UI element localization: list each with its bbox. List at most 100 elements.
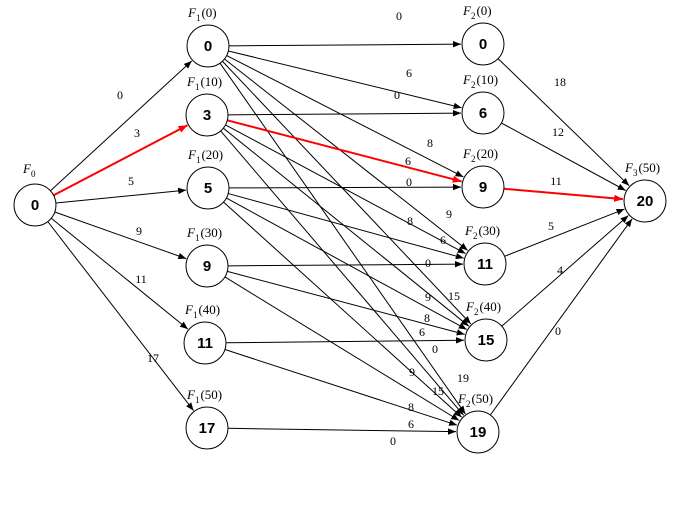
node-circle — [185, 406, 229, 450]
node-label: F2(40) — [465, 299, 501, 317]
node-label-argument: (30) — [200, 225, 222, 240]
edge-n1_10-n2_20 — [227, 119, 462, 183]
node-circle — [461, 22, 505, 66]
node-n0: 0 F0 — [13, 161, 57, 227]
edge-n1_40-n2_40 — [225, 337, 465, 344]
edge-label-n1_20-n2_50: 9 — [409, 365, 415, 379]
edge-n1_20-n2_50 — [223, 201, 463, 418]
edge-label-n2_30-n3: 5 — [548, 219, 554, 233]
node-label: F2(10) — [462, 72, 498, 90]
node-value: 9 — [479, 179, 487, 196]
edge-n2_30-n3 — [504, 208, 625, 257]
edge-label-n1_0-n2_30: 9 — [446, 207, 452, 221]
edge-n1_0-n2_30 — [224, 58, 469, 251]
node-value: 0 — [479, 36, 487, 53]
edge-n0-n1_50 — [47, 221, 194, 411]
node-label-function: F — [186, 387, 196, 402]
node-label: F3(50) — [624, 160, 660, 178]
node-label-argument: (10) — [200, 74, 222, 89]
node-value: 3 — [203, 107, 211, 124]
edge-label-n1_10-n2_10: 0 — [394, 88, 400, 102]
node-circle — [464, 318, 508, 362]
edge-label-n0-n1_20: 5 — [128, 174, 134, 188]
edge-label-n1_10-n2_40: 9 — [425, 290, 431, 304]
node-label: F1(40) — [184, 302, 220, 320]
edge-n1_0-n2_20 — [226, 55, 464, 178]
edge-label-n2_0-n3: 18 — [554, 75, 566, 89]
edge-n1_10-n2_10 — [227, 110, 462, 117]
node-label-stage: 2 — [473, 231, 478, 241]
edge-label-n1_50-n2_50: 0 — [390, 434, 396, 448]
node-value: 0 — [31, 197, 39, 214]
node-label-function: F — [22, 161, 32, 176]
node-label: F1(10) — [186, 74, 222, 92]
edges-layer — [47, 41, 633, 435]
node-label-function: F — [462, 72, 472, 87]
node-n1_0: 0F1(0) — [186, 5, 230, 68]
edge-n1_50-n2_50 — [227, 427, 457, 435]
node-value: 0 — [204, 38, 212, 55]
edge-label-n0-n1_10: 3 — [134, 126, 140, 140]
edge-n1_20-n2_20 — [228, 183, 462, 191]
edge-n2_0-n3 — [497, 58, 630, 187]
node-label-function: F — [184, 302, 194, 317]
node-n1_30: 9F1(30) — [185, 225, 229, 288]
edge-label-n1_0-n2_40: 15 — [448, 289, 460, 303]
node-value: 5 — [204, 180, 212, 197]
node-label-function: F — [465, 299, 475, 314]
edge-n2_20-n3 — [503, 187, 624, 202]
edge-label-n1_40-n2_40: 0 — [432, 342, 438, 356]
node-label: F0 — [22, 161, 36, 179]
edge-label-n1_0-n2_50: 19 — [457, 371, 469, 385]
node-label-function: F — [186, 74, 196, 89]
edge-label-n1_20-n2_30: 6 — [440, 233, 446, 247]
node-value: 6 — [479, 105, 487, 122]
node-label: F2(30) — [464, 223, 500, 241]
node-circle — [183, 321, 227, 365]
edge-n2_50-n3 — [489, 218, 633, 416]
edge-label-n1_0-n2_10: 6 — [406, 66, 412, 80]
edge-n1_0-n2_10 — [228, 50, 462, 110]
edge-label-n2_40-n3: 4 — [557, 263, 563, 277]
node-label-argument: (30) — [478, 223, 500, 238]
node-n2_20: 9F2(20) — [461, 146, 505, 209]
node-n1_10: 3 F1(10) — [185, 74, 229, 137]
edge-n1_0-n2_50 — [219, 62, 466, 415]
node-label-function: F — [186, 225, 196, 240]
node-circle — [623, 179, 667, 223]
node-label-function: F — [462, 146, 472, 161]
node-label-stage: 2 — [471, 154, 476, 164]
node-circle — [463, 242, 507, 286]
node-label-stage: 1 — [195, 82, 200, 92]
node-value: 20 — [637, 193, 654, 210]
edge-label-n1_10-n2_50: 15 — [432, 384, 444, 398]
edge-label-n1_0-n2_20: 8 — [427, 136, 433, 150]
edge-n2_40-n3 — [501, 215, 629, 327]
node-label-stage: 1 — [195, 395, 200, 405]
edge-n0-n1_30 — [54, 211, 187, 260]
edge-n2_10-n3 — [501, 122, 626, 191]
edge-n1_20-n2_40 — [226, 197, 467, 330]
node-value: 11 — [477, 256, 493, 273]
node-label-argument: (50) — [638, 160, 660, 175]
node-label-function: F — [187, 147, 197, 162]
node-label-stage: 2 — [471, 80, 476, 90]
edge-label-n1_30-n2_40: 6 — [419, 325, 425, 339]
edge-label-n0-n1_40: 11 — [135, 272, 147, 286]
edge-label-n0-n1_30: 9 — [136, 224, 142, 238]
edge-n1_0-n2_0 — [228, 41, 462, 48]
edge-label-n1_20-n2_20: 0 — [406, 175, 412, 189]
node-label-argument: (50) — [200, 387, 222, 402]
node-circle — [456, 410, 500, 454]
edge-n1_30-n2_30 — [227, 261, 464, 268]
edge-label-n1_10-n2_30: 8 — [407, 214, 413, 228]
node-label-argument: (50) — [471, 391, 493, 406]
node-label-stage: 2 — [466, 399, 471, 409]
node-circle — [461, 165, 505, 209]
node-label-function: F — [187, 5, 197, 20]
edge-n1_40-n2_50 — [224, 349, 458, 426]
